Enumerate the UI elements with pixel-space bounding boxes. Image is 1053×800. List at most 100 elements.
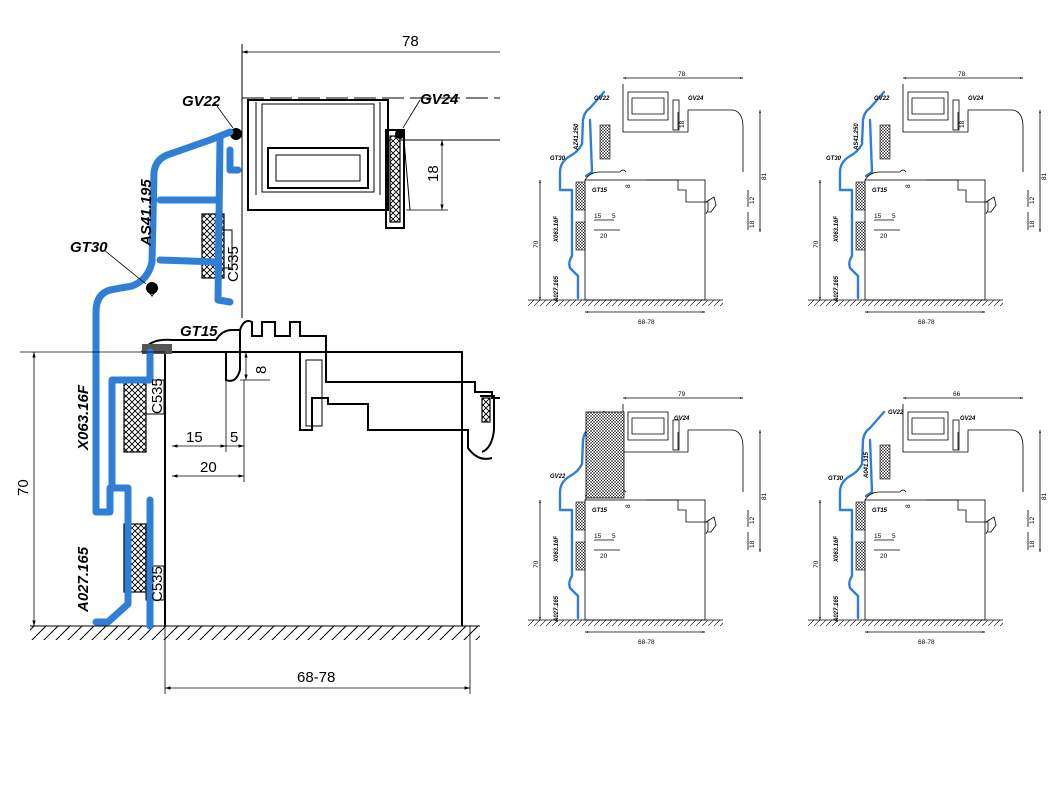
v1-label-profile: AZ41.250 <box>574 123 580 151</box>
frame-chamber <box>305 359 323 427</box>
v1-label-gv22: GV22 <box>594 96 610 102</box>
v1-dim-20: 20 <box>600 233 608 240</box>
v3-label-a027: A027.165 <box>554 595 560 623</box>
v4-label-x063: X063.16F <box>834 536 840 563</box>
v4-dim-18: 18 <box>1029 540 1036 548</box>
aluminium-profile-rib-3 <box>156 256 222 266</box>
v2-label-x063: X063.16F <box>834 216 840 243</box>
v2-label-a027: A027.165 <box>834 275 840 303</box>
v1-dim-top: 78 <box>678 71 686 78</box>
gt15-gasket-body <box>142 344 172 354</box>
v2-dim-5: 5 <box>892 213 896 220</box>
v3-dim-20: 20 <box>600 553 608 560</box>
glazing-bead <box>385 129 405 229</box>
variant-detail-2: 78 81 18 12 18 8 15 5 20 70 68-78 GV22 G… <box>808 71 1048 326</box>
v2-dim-right: 81 <box>1041 172 1048 180</box>
v2-dim-70: 70 <box>813 240 820 248</box>
frame-inner-profile <box>299 352 493 460</box>
dim-70: 70 <box>15 479 32 496</box>
label-a027: A027.165 <box>75 546 92 613</box>
v3-dim-top: 79 <box>678 391 686 398</box>
v4-dim-bottom: 68-78 <box>918 639 935 646</box>
v2-label-gv22: GV22 <box>874 96 890 102</box>
label-c535-lower: C535 <box>149 566 166 602</box>
glazing-spacer <box>267 147 369 189</box>
v2-dim-20: 20 <box>880 233 888 240</box>
dim-15: 15 <box>186 429 203 446</box>
leader-gt30 <box>103 249 147 285</box>
v3-solid-panel <box>585 411 625 499</box>
label-gv24: GV24 <box>420 91 459 108</box>
wall-block <box>164 351 463 626</box>
v4-dim-right: 81 <box>1041 492 1048 500</box>
aluminium-profile-clip <box>226 146 242 174</box>
v4-label-profile: A041.315 <box>864 451 870 479</box>
label-gv22: GV22 <box>182 93 221 110</box>
v1-dim-right: 81 <box>761 172 768 180</box>
dim-18: 18 <box>425 165 442 182</box>
dim-20: 20 <box>200 459 217 476</box>
v3-dim-70: 70 <box>533 560 540 568</box>
v3-dim-bottom: 68-78 <box>638 639 655 646</box>
v4-label-gt15: GT15 <box>872 508 888 514</box>
gt30-gasket-outline <box>145 287 159 297</box>
v1-label-gv24: GV24 <box>688 96 704 102</box>
v2-dim-8: 8 <box>905 184 912 188</box>
glazing-spacer-inner <box>275 154 361 182</box>
v3-dim-right: 81 <box>761 492 768 500</box>
v3-dim-18: 18 <box>749 540 756 548</box>
v2-dim-18a: 18 <box>959 120 966 128</box>
v4-label-gv24: GV24 <box>960 416 976 422</box>
leader-gv22 <box>213 101 234 129</box>
aluminium-profile-rib-4 <box>108 348 154 492</box>
v3-label-x063: X063.16F <box>554 536 560 563</box>
seal-holder-middle <box>145 379 165 415</box>
label-as41: AS41.195 <box>138 179 155 247</box>
v4-label-a027: A027.165 <box>834 595 840 623</box>
v4-dim-15: 15 <box>874 533 882 540</box>
v4-label-gt30: GT30 <box>828 476 844 482</box>
leader-gv24 <box>402 99 421 129</box>
glazing-bead-edge <box>403 139 411 211</box>
v4-dim-20: 20 <box>880 553 888 560</box>
frame-gasket <box>481 397 491 423</box>
v2-dim-bottom: 68-78 <box>918 319 935 326</box>
v1-dim-70: 70 <box>533 240 540 248</box>
aluminium-profile <box>92 128 234 626</box>
v2-dim-12: 12 <box>1029 196 1036 204</box>
v4-dim-70: 70 <box>813 560 820 568</box>
v3-dim-15: 15 <box>594 533 602 540</box>
glazing-unit-outer <box>261 103 375 193</box>
v2-label-gv24: GV24 <box>968 96 984 102</box>
v4-label-gv22: GV22 <box>888 410 904 416</box>
v4-dim-12: 12 <box>1029 516 1036 524</box>
label-x063: X063.16F <box>75 384 92 451</box>
gt15-gasket <box>141 329 241 382</box>
dim-bottom: 68-78 <box>297 669 335 686</box>
label-gt15: GT15 <box>180 323 218 340</box>
v2-dim-top: 78 <box>958 71 966 78</box>
v1-dim-12: 12 <box>749 196 756 204</box>
v1-label-x063: X063.16F <box>554 216 560 243</box>
variant-detail-1: 78 81 18 12 18 8 15 5 20 70 68-78 GV22 G… <box>528 71 768 326</box>
v1-dim-18a: 18 <box>679 120 686 128</box>
v2-dim-15: 15 <box>874 213 882 220</box>
label-c535-upper: C535 <box>225 246 242 282</box>
sash-frame <box>247 99 389 211</box>
label-c535-middle: C535 <box>149 378 166 414</box>
ground-hatch <box>30 626 480 640</box>
v3-label-gv24: GV24 <box>674 416 690 422</box>
gv24-gasket <box>395 129 405 139</box>
v2-label-profile: AS41.250 <box>854 123 860 151</box>
dim-top: 78 <box>402 33 419 50</box>
v4-dim-8: 8 <box>905 504 912 508</box>
v2-label-gt30: GT30 <box>826 156 842 162</box>
dim-8: 8 <box>253 366 270 374</box>
label-gt30: GT30 <box>70 239 108 256</box>
aluminium-profile-rib-1 <box>214 134 234 306</box>
seal-c535-middle <box>123 379 147 453</box>
gt30-gasket <box>146 282 158 294</box>
v3-dim-12: 12 <box>749 516 756 524</box>
v1-dim-15: 15 <box>594 213 602 220</box>
